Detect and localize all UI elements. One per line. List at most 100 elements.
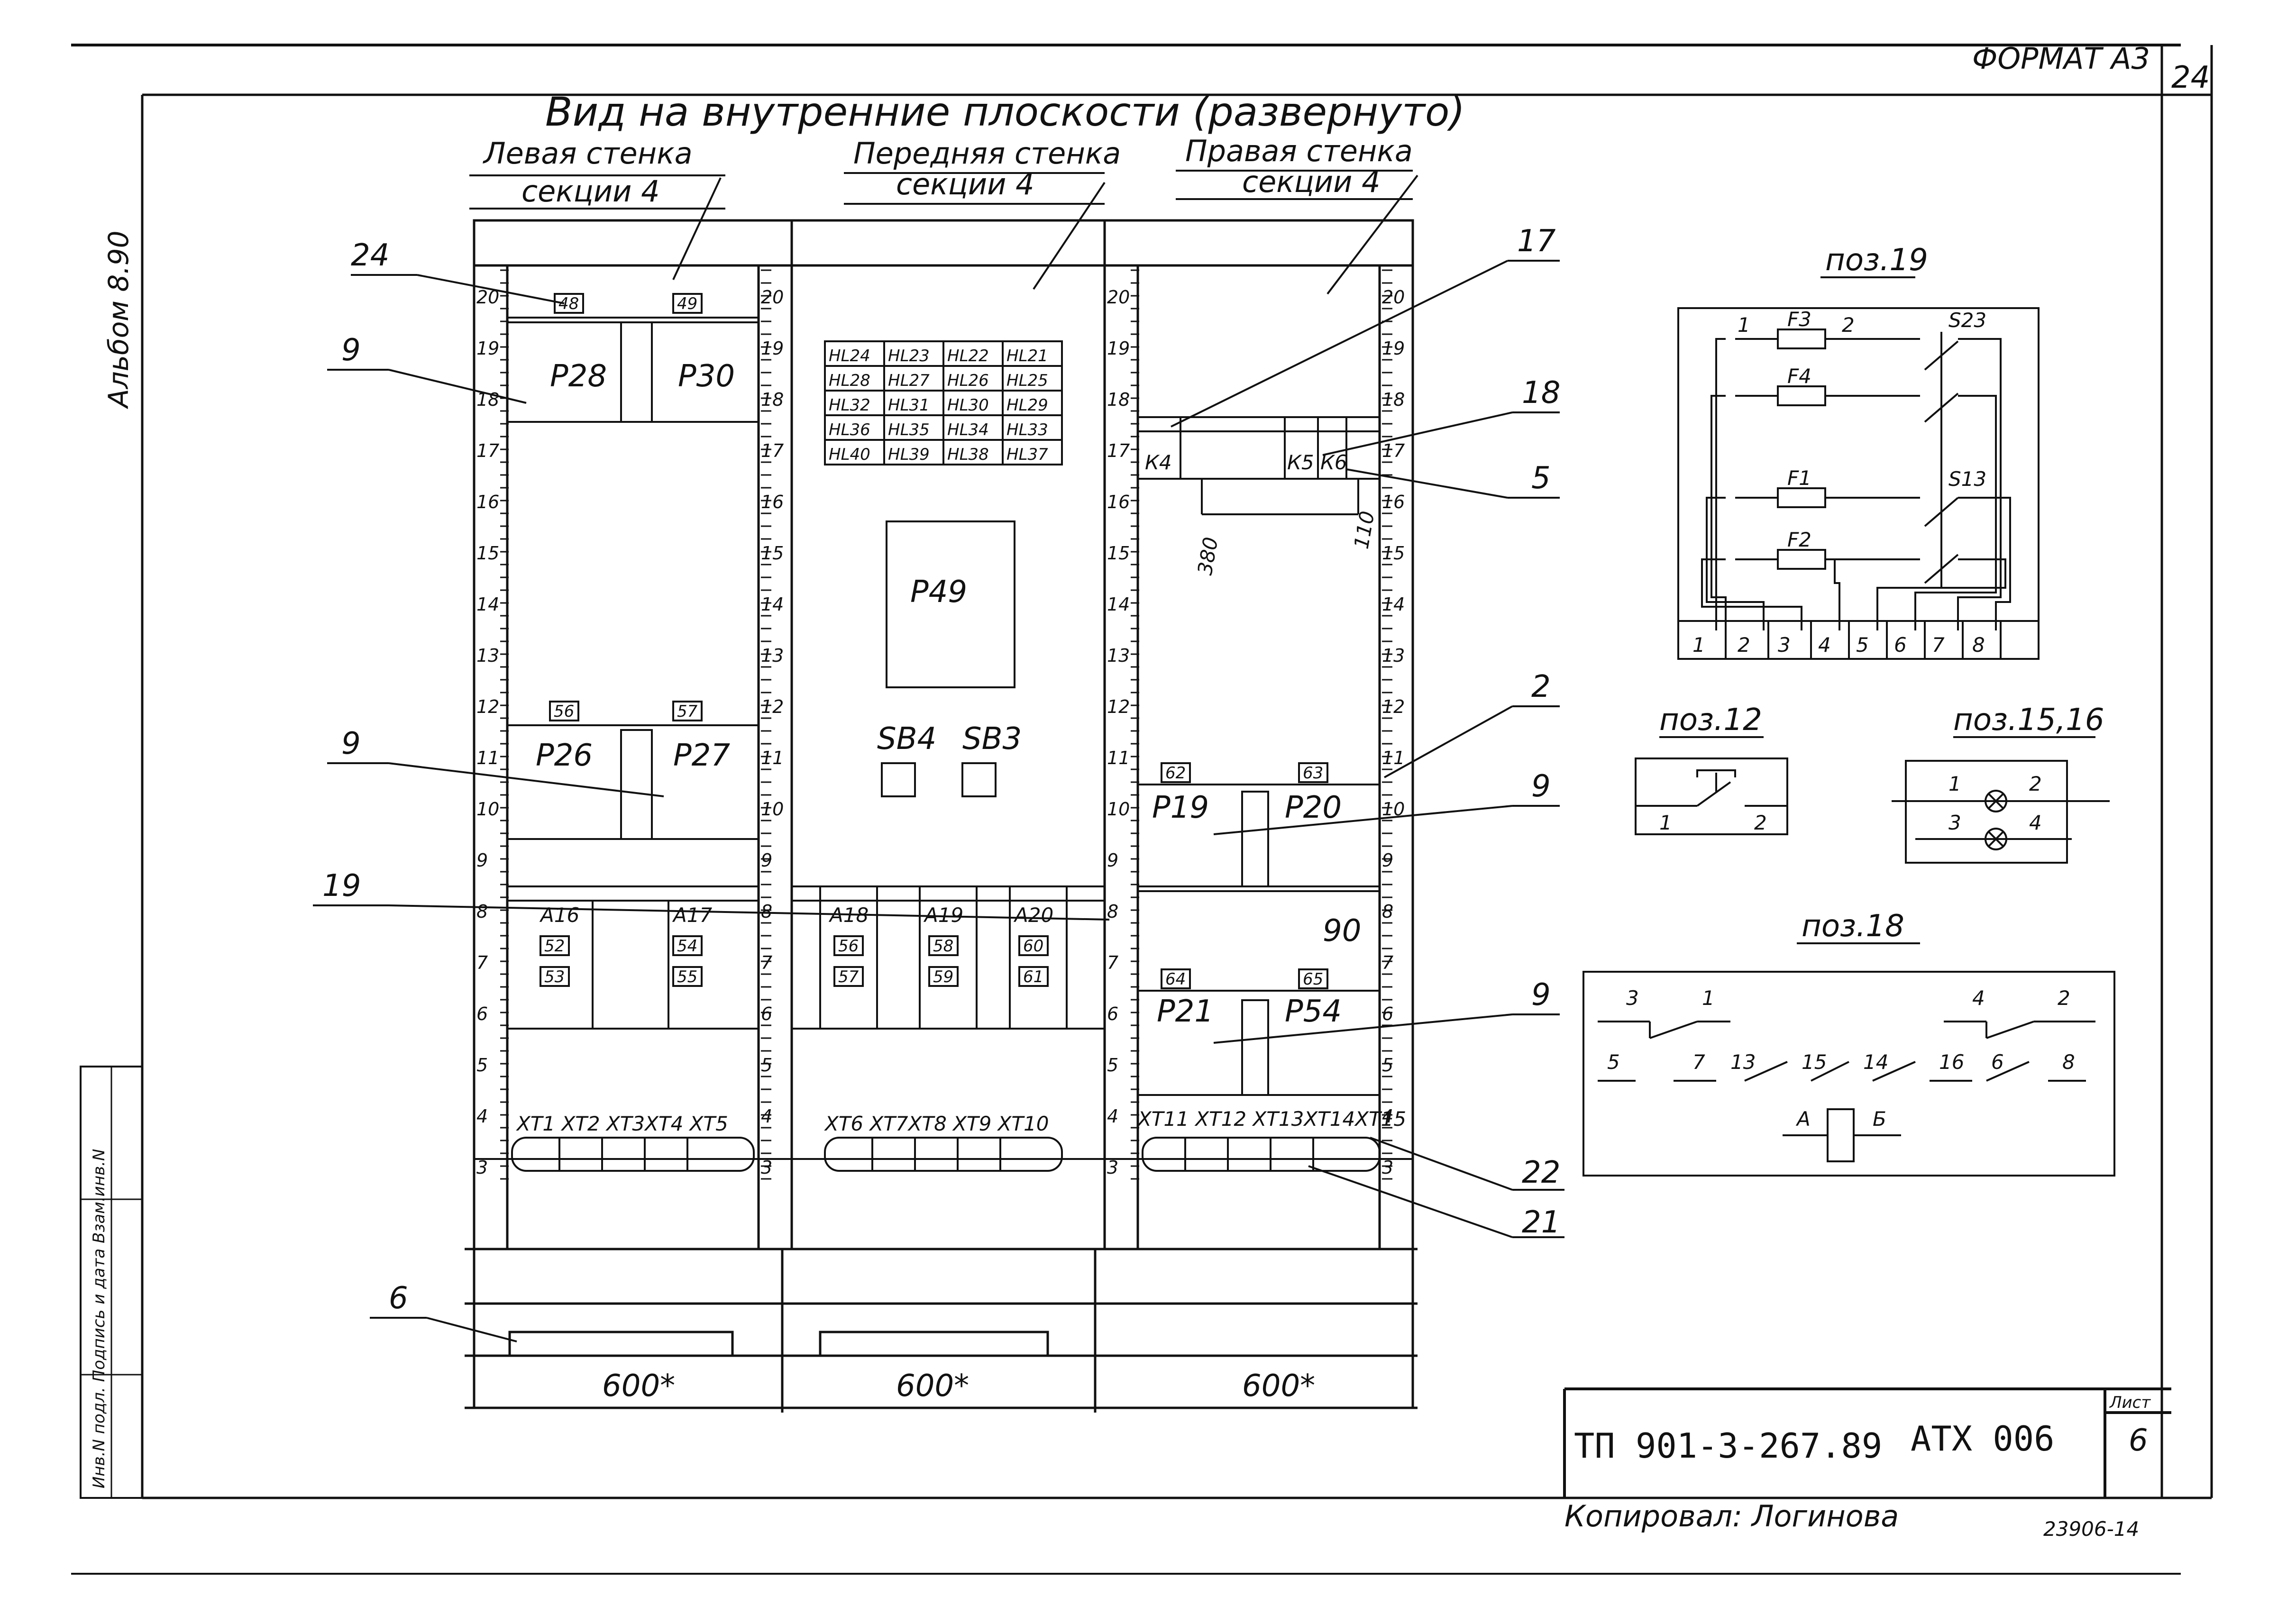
right-terminals: ХТ11 ХТ12 ХТ13ХТ14ХТ15 bbox=[1137, 1107, 1406, 1131]
callout-18: 18 bbox=[1522, 375, 1560, 411]
callout-22: 22 bbox=[1522, 1155, 1560, 1190]
rail-scale-number: 10 bbox=[1107, 799, 1130, 820]
rail-scale-number: 13 bbox=[1382, 645, 1405, 666]
relay-p21: Р21 bbox=[1157, 994, 1214, 1029]
relay-p30: Р30 bbox=[678, 359, 735, 394]
right-wall-equipment bbox=[1105, 416, 1413, 1172]
lamp-label: HL26 bbox=[947, 371, 989, 390]
rail-scale-number: 5 bbox=[761, 1055, 772, 1076]
rail-scale-number: 8 bbox=[1107, 901, 1118, 922]
rail-scale-number: 13 bbox=[1107, 645, 1130, 666]
right-tag-63: 63 bbox=[1303, 764, 1323, 783]
album-label: Альбом 8.90 bbox=[102, 230, 135, 410]
pos12-pin-1: 1 bbox=[1659, 811, 1672, 834]
pos1516-pin-3: 3 bbox=[1948, 811, 1961, 834]
left-tag-57: 57 bbox=[677, 702, 698, 721]
callout-9-right-b: 9 bbox=[1531, 977, 1551, 1013]
left-tag-56: 56 bbox=[554, 702, 574, 721]
rail-scale-number: 7 bbox=[1382, 952, 1393, 973]
lamp-label: HL27 bbox=[888, 371, 930, 390]
rail-scale-number: 20 bbox=[1382, 287, 1405, 308]
pos19-terminal: 1 bbox=[1692, 633, 1705, 657]
callout-21: 21 bbox=[1522, 1205, 1560, 1240]
contactor-k5: К5 bbox=[1287, 451, 1314, 474]
pos19-diagram bbox=[1677, 276, 2040, 660]
relay-p19: Р19 bbox=[1152, 790, 1209, 825]
pos18-diagram bbox=[1583, 942, 2115, 1177]
relay-p26: Р26 bbox=[536, 738, 593, 773]
rail-scale-number: 12 bbox=[1107, 696, 1130, 717]
rail-scale-number: 19 bbox=[476, 338, 499, 359]
pos18-title: поз.18 bbox=[1802, 909, 1904, 944]
rail-scale-number: 18 bbox=[1107, 389, 1130, 410]
left-tag-48: 48 bbox=[558, 294, 579, 313]
module-a17: А17 bbox=[672, 903, 712, 927]
rail-scale-number: 11 bbox=[476, 748, 499, 768]
pos12-title: поз.12 bbox=[1659, 703, 1762, 738]
pos18-contact-number: 7 bbox=[1692, 1050, 1705, 1074]
rail-scale-number: 17 bbox=[1107, 440, 1130, 461]
rail-scale-number: 3 bbox=[761, 1157, 772, 1178]
rail-scale-number: 4 bbox=[476, 1106, 488, 1127]
rail-scale-number: 3 bbox=[1382, 1157, 1393, 1178]
front-tag-60: 60 bbox=[1023, 937, 1043, 956]
relay-p27: Р27 bbox=[673, 738, 730, 773]
left-wall-title: Левая стенка bbox=[483, 136, 693, 171]
pos18-top-1: 1 bbox=[1702, 986, 1715, 1010]
pos18-contact-number: 8 bbox=[2062, 1050, 2075, 1074]
lamp-label: HL37 bbox=[1006, 445, 1048, 464]
pos1516-diagram bbox=[1892, 736, 2110, 864]
pos19-terminal: 7 bbox=[1932, 633, 1945, 657]
pos18-contact-number: 14 bbox=[1863, 1050, 1888, 1074]
pos19-terminal: 8 bbox=[1972, 633, 1985, 657]
rail-scale-number: 15 bbox=[1107, 543, 1130, 564]
pos19-terminal: 2 bbox=[1738, 633, 1750, 657]
left-section-title: секции 4 bbox=[521, 174, 660, 209]
callout-leaders bbox=[313, 260, 1564, 1342]
lamp-label: HL21 bbox=[1006, 347, 1048, 365]
lamp-label: HL30 bbox=[947, 396, 989, 415]
lamp-label: HL32 bbox=[829, 396, 870, 415]
pos18-contact-number: 6 bbox=[1991, 1050, 2004, 1074]
lamp-label: HL24 bbox=[829, 347, 870, 365]
rail-scale-number: 9 bbox=[761, 850, 772, 871]
left-tag-54: 54 bbox=[677, 937, 697, 956]
rail-scale-number: 12 bbox=[1382, 696, 1405, 717]
lamp-label: HL40 bbox=[829, 445, 870, 464]
front-tag-59: 59 bbox=[933, 967, 953, 986]
pos18-top-2: 2 bbox=[2058, 986, 2070, 1010]
rail-scale-number: 14 bbox=[1382, 594, 1405, 615]
rail-scale-number: 17 bbox=[1382, 440, 1405, 461]
rail-scale-number: 8 bbox=[476, 901, 488, 922]
rail-scale-number: 20 bbox=[1107, 287, 1130, 308]
sheet-label: Лист bbox=[2109, 1393, 2151, 1412]
rail-scale-number: 4 bbox=[1382, 1106, 1393, 1127]
left-terminals: ХТ1 ХТ2 ХТ3ХТ4 ХТ5 bbox=[516, 1112, 728, 1135]
sheet-corner-number: 24 bbox=[2171, 60, 2210, 95]
left-width: 600* bbox=[602, 1369, 675, 1404]
side-stamp: Инв.N подл. Подпись и дата Взам.инв.N bbox=[90, 1149, 109, 1488]
callout-6: 6 bbox=[389, 1281, 408, 1316]
rail-scale-number: 9 bbox=[1107, 850, 1118, 871]
front-tag-56: 56 bbox=[838, 937, 859, 956]
callout-9-top: 9 bbox=[341, 333, 361, 368]
pos1516-pin-1: 1 bbox=[1948, 772, 1961, 795]
rail-scale-number: 12 bbox=[476, 696, 499, 717]
lamp-label: HL33 bbox=[1006, 420, 1048, 439]
right-tag-64: 64 bbox=[1165, 970, 1186, 989]
right-section-title: секции 4 bbox=[1242, 164, 1381, 199]
front-wall-equipment bbox=[791, 340, 1106, 1172]
rail-scale-number: 20 bbox=[761, 287, 784, 308]
callout-9-right-a: 9 bbox=[1531, 769, 1551, 804]
pos19-terminal: 3 bbox=[1778, 633, 1791, 657]
format-label: ФОРМАТ А3 bbox=[1972, 41, 2150, 76]
front-tag-57: 57 bbox=[838, 967, 859, 986]
rail-scale-number: 11 bbox=[1382, 748, 1405, 768]
rail-scale-number: 3 bbox=[476, 1157, 488, 1178]
page-frame bbox=[71, 44, 2213, 1575]
pos18-contact-number: 15 bbox=[1802, 1050, 1827, 1074]
rail-scale-number: 19 bbox=[761, 338, 784, 359]
callout-5: 5 bbox=[1531, 461, 1551, 496]
